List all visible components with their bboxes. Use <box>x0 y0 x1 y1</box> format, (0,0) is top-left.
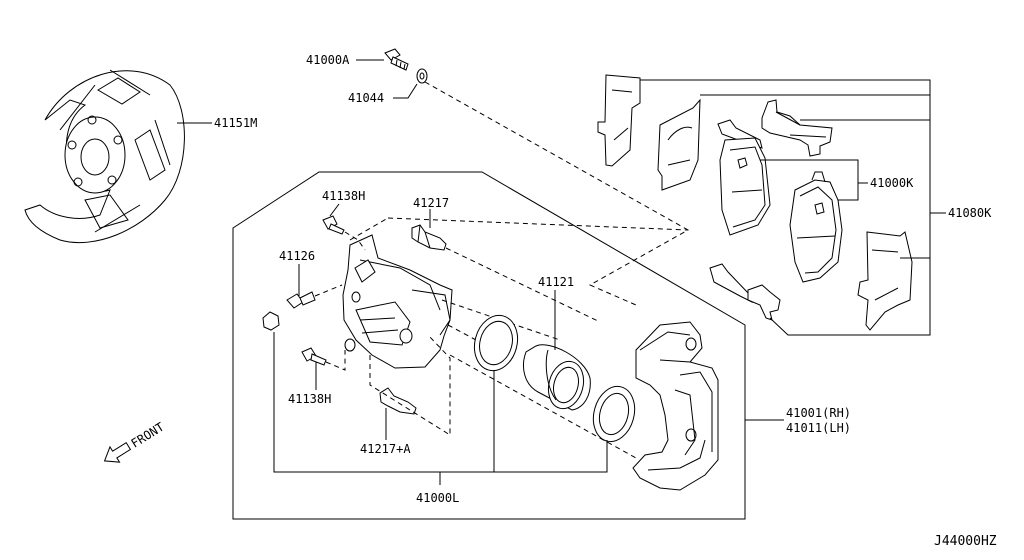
piston-dust-boot[interactable] <box>587 382 640 446</box>
pad-clip-bottom[interactable] <box>709 263 781 321</box>
brake-dust-shield[interactable] <box>24 69 185 244</box>
label-41000K: 41000K <box>870 176 914 190</box>
bleeder-screw-41138H-bottom[interactable] <box>301 347 327 366</box>
label-41138H-top: 41138H <box>322 189 365 203</box>
label-41138H-bottom: 41138H <box>288 392 331 406</box>
pad-shim-upper-left[interactable] <box>597 74 641 167</box>
label-41121: 41121 <box>538 275 574 289</box>
pad-spring-upper[interactable] <box>657 98 701 191</box>
bleeder-41126[interactable] <box>286 291 316 309</box>
label-41044: 41044 <box>348 91 384 105</box>
bleeder-cap[interactable] <box>262 311 280 331</box>
front-direction-arrow: FRONT <box>103 420 167 463</box>
label-41000L: 41000L <box>416 491 459 505</box>
label-41217A: 41217+A <box>360 442 411 456</box>
guide-pin-41217A[interactable] <box>379 387 417 415</box>
brake-pad-outer[interactable] <box>789 171 843 283</box>
caliper-mounting-bracket[interactable] <box>632 321 719 491</box>
label-41151M: 41151M <box>214 116 257 130</box>
guide-pin-41217[interactable] <box>411 224 447 251</box>
caliper-body[interactable] <box>342 234 453 369</box>
label-41011-LH: 41011(LH) <box>786 421 851 435</box>
label-41126: 41126 <box>279 249 315 263</box>
label-41217: 41217 <box>413 196 449 210</box>
label-41000A: 41000A <box>306 53 350 67</box>
piston-seal-ring[interactable] <box>468 311 523 376</box>
label-41001-RH: 41001(RH) <box>786 406 851 420</box>
caliper-bolt-41000A[interactable] <box>384 48 409 71</box>
brake-pad-inner[interactable] <box>719 137 771 236</box>
pad-shim-lower-right[interactable] <box>857 231 913 331</box>
caliper-piston-41121[interactable] <box>523 344 591 413</box>
diagram-code: J44000HZ <box>934 534 997 549</box>
bleeder-screw-41138H-top[interactable] <box>322 215 345 235</box>
pad-clip-top-right[interactable] <box>761 99 833 157</box>
caliper-assembly-outline <box>232 171 746 520</box>
front-label: FRONT <box>129 420 167 451</box>
washer-41044[interactable] <box>416 68 428 84</box>
label-41080K: 41080K <box>948 206 992 220</box>
